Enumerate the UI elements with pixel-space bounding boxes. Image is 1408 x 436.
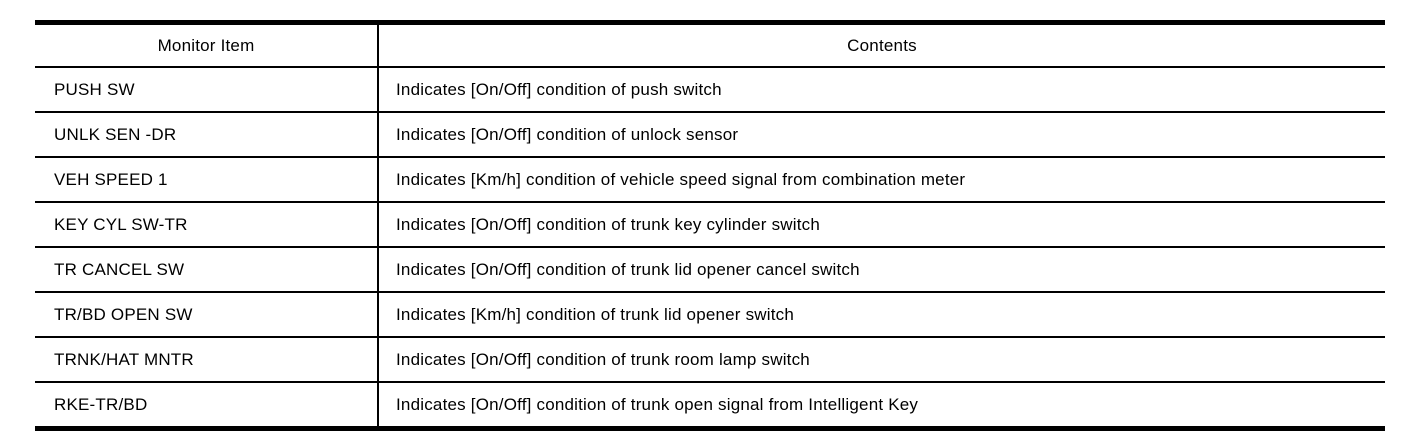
monitor-item-cell: UNLK SEN -DR xyxy=(35,112,379,158)
table-row: UNLK SEN -DR Indicates [On/Off] conditio… xyxy=(35,112,1385,158)
table-row: TRNK/HAT MNTR Indicates [On/Off] conditi… xyxy=(35,337,1385,383)
monitor-item-cell: KEY CYL SW-TR xyxy=(35,202,379,248)
monitor-item-cell: PUSH SW xyxy=(35,67,379,113)
contents-cell: Indicates [On/Off] condition of trunk op… xyxy=(378,382,1385,430)
monitor-item-cell: TR CANCEL SW xyxy=(35,247,379,293)
monitor-item-header: Monitor Item xyxy=(35,22,379,68)
monitor-item-cell: TRNK/HAT MNTR xyxy=(35,337,379,383)
monitor-item-cell: TR/BD OPEN SW xyxy=(35,292,379,338)
table-row: VEH SPEED 1 Indicates [Km/h] condition o… xyxy=(35,157,1385,203)
table-row: PUSH SW Indicates [On/Off] condition of … xyxy=(35,67,1385,113)
contents-cell: Indicates [On/Off] condition of unlock s… xyxy=(378,112,1385,158)
table-row: TR CANCEL SW Indicates [On/Off] conditio… xyxy=(35,247,1385,293)
table-header-row: Monitor Item Contents xyxy=(35,22,1385,68)
monitor-item-cell: RKE-TR/BD xyxy=(35,382,379,430)
monitor-item-table: Monitor Item Contents PUSH SW Indicates … xyxy=(35,20,1385,431)
table-body: PUSH SW Indicates [On/Off] condition of … xyxy=(35,67,1385,430)
contents-cell: Indicates [On/Off] condition of trunk li… xyxy=(378,247,1385,293)
contents-cell: Indicates [On/Off] condition of trunk ke… xyxy=(378,202,1385,248)
contents-cell: Indicates [Km/h] condition of vehicle sp… xyxy=(378,157,1385,203)
table-row: KEY CYL SW-TR Indicates [On/Off] conditi… xyxy=(35,202,1385,248)
contents-cell: Indicates [On/Off] condition of trunk ro… xyxy=(378,337,1385,383)
monitor-item-cell: VEH SPEED 1 xyxy=(35,157,379,203)
table-row: TR/BD OPEN SW Indicates [Km/h] condition… xyxy=(35,292,1385,338)
contents-cell: Indicates [On/Off] condition of push swi… xyxy=(378,67,1385,113)
table-row: RKE-TR/BD Indicates [On/Off] condition o… xyxy=(35,382,1385,430)
contents-header: Contents xyxy=(378,22,1385,68)
contents-cell: Indicates [Km/h] condition of trunk lid … xyxy=(378,292,1385,338)
